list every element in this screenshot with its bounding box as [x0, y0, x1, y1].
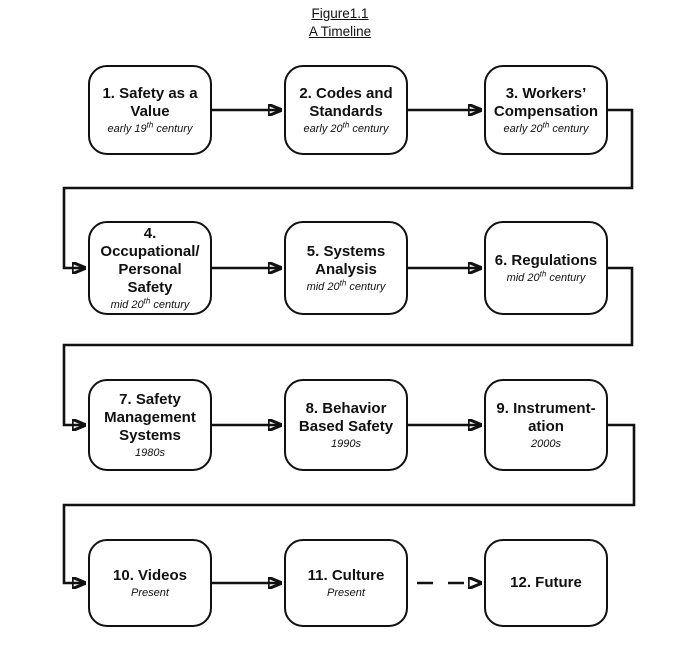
node-subtitle: mid 20th century — [306, 277, 386, 294]
node-subtitle: Present — [131, 586, 169, 600]
node-title: 12. Future — [510, 573, 582, 591]
node-title: 3. Workers’ Compensation — [493, 84, 599, 120]
node-subtitle: 1990s — [331, 437, 361, 451]
node-6-regulations: 6. Regulations mid 20th century — [484, 221, 608, 315]
node-2-codes-and-standards: 2. Codes and Standards early 20th centur… — [284, 65, 408, 155]
subtitle-text: 1980s — [135, 446, 165, 459]
arrow-3-to-4-wrap — [62, 108, 634, 268]
subtitle-text: 1990s — [331, 437, 361, 450]
subtitle-superscript: th — [146, 119, 154, 129]
subtitle-text: early 20 — [303, 122, 343, 135]
subtitle-superscript: th — [342, 119, 350, 129]
subtitle-text: mid 20 — [110, 298, 144, 311]
node-title: 10. Videos — [113, 566, 187, 584]
subtitle-text: 2000s — [531, 437, 561, 450]
node-subtitle: 1980s — [135, 446, 165, 460]
node-subtitle: early 20th century — [503, 119, 589, 136]
node-subtitle: 2000s — [531, 437, 561, 451]
figure-label: Figure1.1 — [311, 6, 369, 21]
node-subtitle: mid 20th century — [110, 295, 190, 312]
node-1-safety-as-a-value: 1. Safety as a Value early 19th century — [88, 65, 212, 155]
subtitle-text: century — [546, 271, 586, 284]
node-title: 9. Instrument- ation — [496, 399, 596, 435]
node-5-systems-analysis: 5. Systems Analysis mid 20th century — [284, 221, 408, 315]
node-4-occupational-personal-safety: 4. Occupational/ Personal Safety mid 20t… — [88, 221, 212, 315]
node-10-videos: 10. Videos Present — [88, 539, 212, 627]
subtitle-text: mid 20 — [306, 280, 340, 293]
subtitle-text: century — [349, 122, 389, 135]
node-3-workers-compensation: 3. Workers’ Compensation early 20th cent… — [484, 65, 608, 155]
node-11-culture: 11. Culture Present — [284, 539, 408, 627]
node-subtitle: Present — [327, 586, 365, 600]
node-12-future: 12. Future — [484, 539, 608, 627]
node-subtitle: early 20th century — [303, 119, 389, 136]
node-title: 4. Occupational/ Personal Safety — [100, 224, 200, 296]
node-title: 11. Culture — [307, 566, 385, 584]
arrow-9-to-10-wrap — [62, 423, 636, 583]
subtitle-text: century — [346, 280, 386, 293]
subtitle-text: century — [150, 298, 190, 311]
node-title: 5. Systems Analysis — [306, 242, 386, 278]
subtitle-superscript: th — [143, 295, 151, 305]
figure-header: Figure1.1 A Timeline — [0, 5, 680, 41]
figure-title: A Timeline — [308, 24, 372, 39]
node-subtitle: early 19th century — [107, 119, 193, 136]
node-title: 2. Codes and Standards — [299, 84, 393, 120]
subtitle-text: century — [153, 122, 193, 135]
node-9-instrumentation: 9. Instrument- ation 2000s — [484, 379, 608, 471]
subtitle-text: Present — [327, 586, 365, 599]
arrow-6-to-7-wrap — [62, 266, 634, 425]
subtitle-text: Present — [131, 586, 169, 599]
subtitle-superscript: th — [339, 277, 347, 287]
subtitle-text: mid 20 — [506, 271, 540, 284]
subtitle-superscript: th — [539, 268, 547, 278]
node-8-behavior-based-safety: 8. Behavior Based Safety 1990s — [284, 379, 408, 471]
node-subtitle: mid 20th century — [506, 268, 586, 285]
node-title: 1. Safety as a Value — [102, 84, 198, 120]
node-title: 6. Regulations — [494, 251, 598, 269]
node-title: 8. Behavior Based Safety — [298, 399, 394, 435]
subtitle-text: early 20 — [503, 122, 543, 135]
node-7-safety-management-systems: 7. Safety Management Systems 1980s — [88, 379, 212, 471]
subtitle-text: century — [549, 122, 589, 135]
node-title: 7. Safety Management Systems — [104, 390, 196, 444]
subtitle-superscript: th — [542, 119, 550, 129]
subtitle-text: early 19 — [107, 122, 147, 135]
